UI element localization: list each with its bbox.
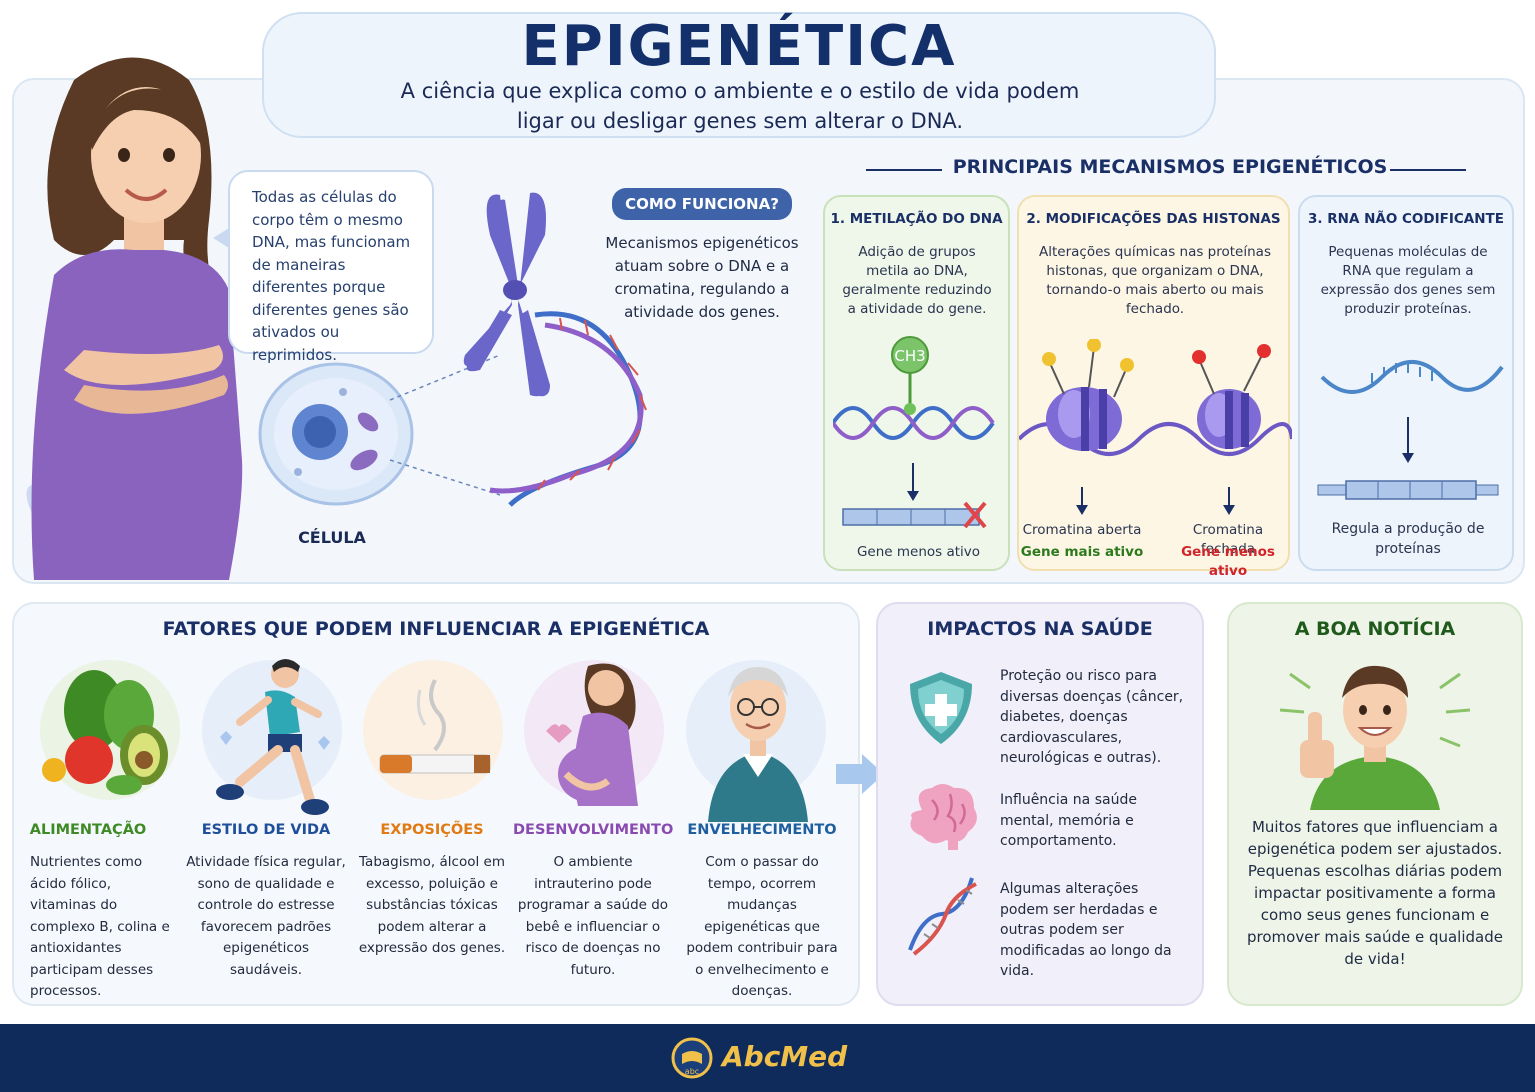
title-rule-left [866, 169, 942, 171]
good-news-text: Muitos fatores que influenciam a epigené… [1247, 818, 1503, 968]
good-news-title: A BOA NOTÍCIA [1294, 618, 1456, 640]
title-rule-right [1390, 169, 1466, 171]
brain-icon [910, 784, 977, 850]
chromosome-icon [463, 192, 550, 397]
factor-title-food: ALIMENTAÇÃO [29, 822, 147, 838]
histone-open-icon [1042, 339, 1134, 451]
food-icon [42, 670, 168, 795]
mechanism-card-methylation: 1. METILAÇÃO DO DNA Adição de grupos met… [823, 195, 1010, 571]
factor-title-development: DESENVOLVIMENTO [513, 822, 674, 838]
older-man-icon [708, 667, 808, 822]
factor-text-lifestyle: Atividade física regular, sono de qualid… [186, 854, 346, 978]
factor-text-exposure: Tabagismo, álcool em excesso, poluição e… [358, 854, 506, 956]
sparkle-lines-icon [1279, 672, 1471, 748]
speech-bubble-tail [213, 228, 229, 248]
mechanism-card-histones: 2. MODIFICAÇÕES DAS HISTONAS Alterações … [1017, 195, 1292, 579]
chromosome-dna-illustration [463, 192, 647, 507]
title-box [262, 12, 1216, 138]
cigarette-icon [379, 679, 491, 774]
impact-text-disease: Proteção ou risco para diversas doenças … [1000, 668, 1184, 766]
speech-bubble: Todas as células do corpo têm o mesmo DN… [228, 170, 434, 364]
impacts-title: IMPACTOS NA SAÚDE [927, 618, 1153, 640]
x-mark-icon [963, 501, 987, 529]
mechanisms-title: PRINCIPAIS MECANISMOS EPIGENÉTICOS [952, 156, 1388, 178]
footer-bar [0, 1024, 1535, 1092]
impact-text-heritable: Algumas alterações podem ser herdadas e … [1000, 881, 1172, 979]
impact-text-mental: Influência na saúde mental, memória e co… [1000, 792, 1137, 849]
thumb-icon [1300, 712, 1334, 778]
pregnant-woman-icon [546, 663, 638, 806]
woman-illustration [26, 57, 243, 580]
cell-label: CÉLULA [298, 528, 366, 547]
abcmed-logo-icon: abc [671, 1037, 713, 1079]
runner-icon [216, 659, 330, 815]
ch3-label: CH3 [894, 347, 925, 365]
factor-title-exposure: EXPOSIÇÕES [380, 822, 484, 838]
mechanism-card-rna: 3. RNA NÃO CODIFICANTE Pequenas molécula… [1298, 195, 1514, 571]
thumbs-up-man-icon [1279, 665, 1471, 810]
factor-text-development: O ambiente intrauterino pode programar a… [517, 854, 669, 978]
factors-title: FATORES QUE PODEM INFLUENCIAR A EPIGENÉT… [162, 618, 710, 640]
dna-helix-icon [489, 311, 647, 507]
shield-icon [910, 672, 972, 744]
svg-text:abc: abc [685, 1067, 699, 1076]
factor-text-food: Nutrientes como ácido fólico, vitaminas … [30, 854, 170, 999]
methylation-illustration: CH3 [833, 336, 995, 529]
page-subtitle: A ciência que explica como o ambiente e … [400, 79, 1080, 133]
factor-text-aging: Com o passar do tempo, ocorrem mudanças … [686, 854, 838, 999]
como-funciona-text: Mecanismos epigenéticos atuam sobre o DN… [605, 234, 799, 321]
histone-illustration [1019, 339, 1292, 515]
rna-illustration [1317, 360, 1504, 500]
arrow-right-icon [836, 754, 884, 794]
dna-icon [908, 877, 977, 956]
como-funciona-badge: COMO FUNCIONA? [612, 188, 792, 220]
page-title: EPIGENÉTICA [521, 14, 957, 79]
factor-title-lifestyle: ESTILO DE VIDA [201, 822, 331, 838]
cell-illustration [258, 362, 414, 506]
factor-title-aging: ENVELHECIMENTO [687, 822, 837, 838]
histone-closed-icon [1192, 344, 1271, 449]
footer-brand: AbcMed [722, 1040, 848, 1073]
